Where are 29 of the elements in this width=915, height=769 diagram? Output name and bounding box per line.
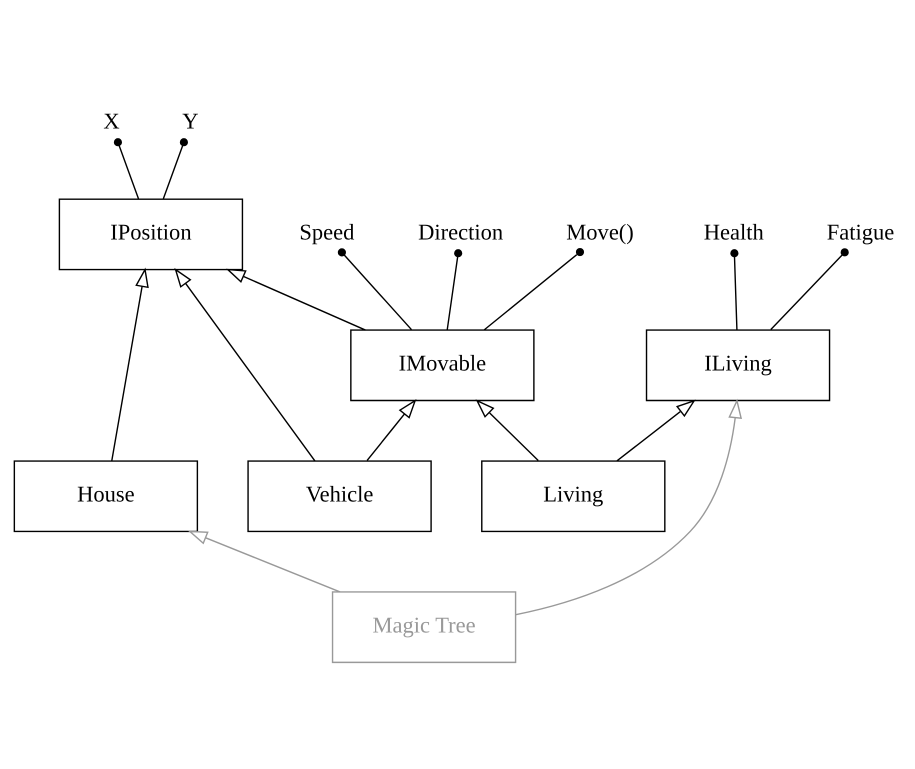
node-box: Magic Tree	[332, 590, 516, 663]
connector	[484, 247, 584, 330]
connector	[338, 248, 412, 330]
connector	[446, 248, 462, 330]
arrow	[616, 399, 696, 461]
node-text: Direction	[418, 219, 504, 244]
arrow	[188, 530, 340, 592]
connector	[770, 248, 849, 330]
connector	[114, 138, 140, 198]
connector	[730, 248, 738, 330]
node-box: ILiving	[646, 328, 830, 401]
node-text: Health	[704, 219, 764, 244]
arrow	[226, 268, 366, 330]
node-text: Y	[182, 108, 198, 133]
node-box: Living	[481, 460, 666, 532]
node-box: House	[14, 460, 198, 532]
arrow	[476, 398, 539, 460]
node-text: Move()	[566, 219, 634, 244]
node-text: Speed	[299, 219, 354, 244]
node-text: Fatigue	[826, 219, 894, 244]
node-box: Vehicle	[247, 460, 432, 532]
node-box: IPosition	[58, 198, 244, 270]
connector	[162, 138, 188, 198]
arrow	[111, 267, 149, 461]
arrow	[366, 398, 416, 460]
arrow	[174, 267, 316, 461]
node-text: X	[103, 108, 120, 133]
arrow	[516, 398, 742, 615]
node-box: IMovable	[350, 328, 535, 401]
